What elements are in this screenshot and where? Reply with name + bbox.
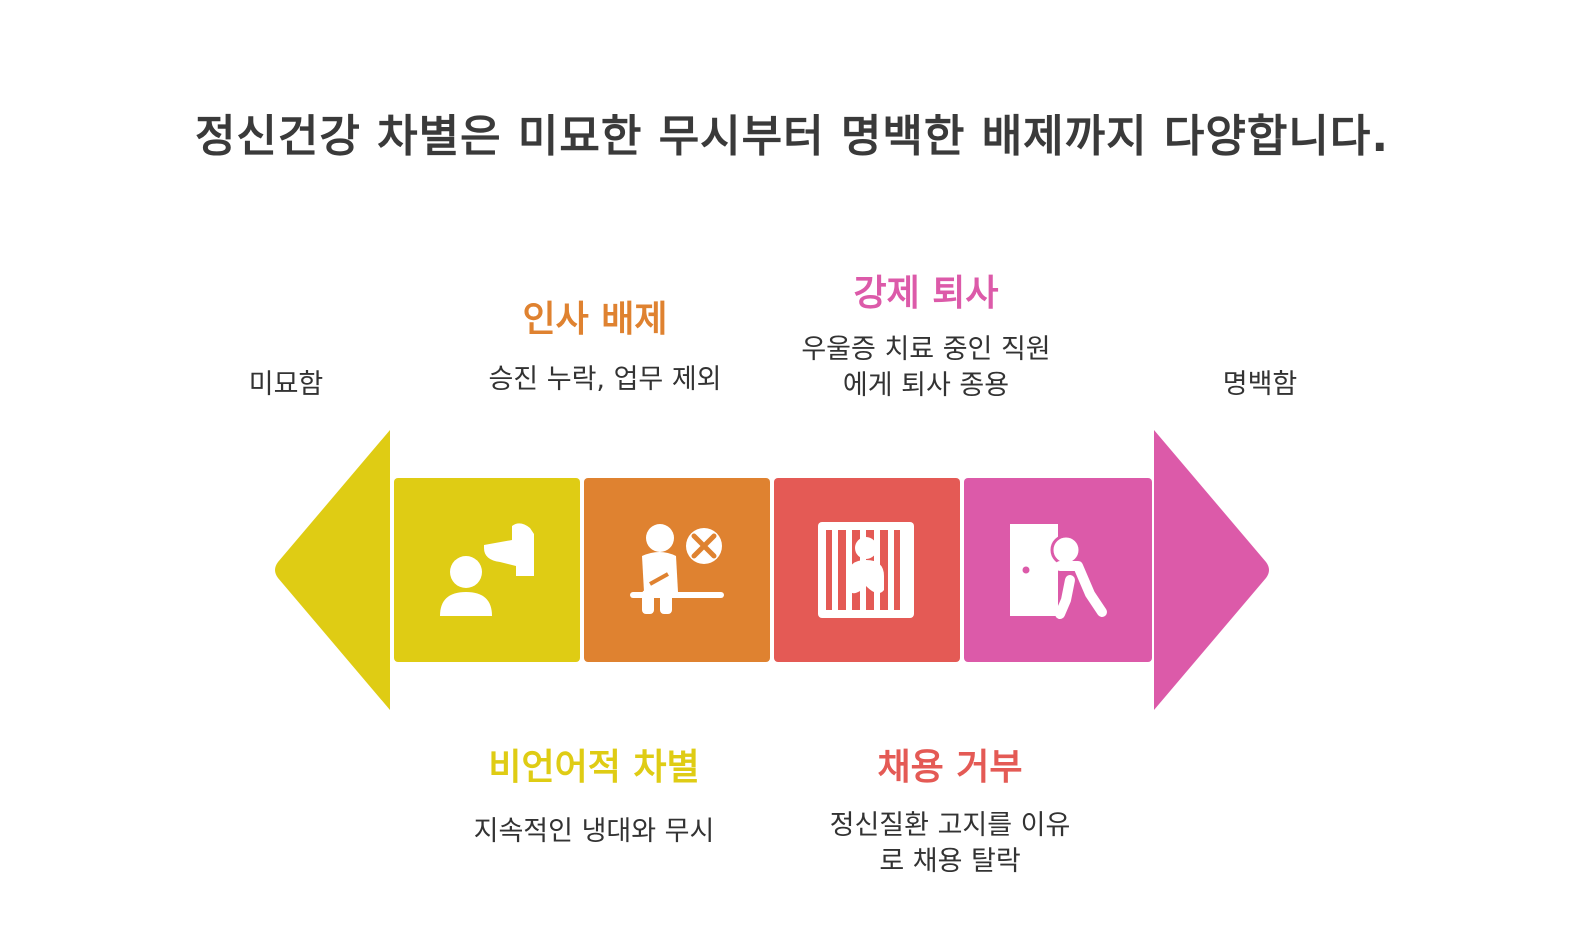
- stage-desc-hiring-refusal: 정신질환 고지를 이유 로 채용 탈락: [829, 810, 1071, 877]
- right-arrowhead: [1154, 430, 1269, 710]
- stage-block-hr-exclusion: [584, 478, 770, 662]
- scale-right-label: 명백함: [1222, 369, 1298, 400]
- stage-title-forced-resignation: 강제 퇴사: [853, 273, 999, 314]
- scale-left-label: 미묘함: [248, 369, 324, 400]
- stage-title-hiring-refusal: 채용 거부: [877, 747, 1023, 788]
- left-arrowhead: [275, 430, 390, 710]
- stage-desc-nonverbal: 지속적인 냉대와 무시: [473, 816, 715, 847]
- person-rejected-icon: [630, 524, 724, 614]
- stage-title-nonverbal: 비언어적 차별: [488, 747, 700, 788]
- page-title: 정신건강 차별은 미묘한 무시부터 명백한 배제까지 다양합니다.: [194, 111, 1390, 162]
- person-pointed-at-icon: [440, 523, 534, 616]
- person-leaving-door-icon: [1010, 524, 1107, 619]
- stage-desc-hr-exclusion: 승진 누락, 업무 제외: [488, 364, 722, 395]
- stage-title-hr-exclusion: 인사 배제: [522, 299, 668, 340]
- person-behind-bars-icon: [818, 522, 914, 618]
- stage-block-nonverbal: [394, 478, 580, 662]
- stage-desc-forced-resignation: 우울증 치료 중인 직원 에게 퇴사 종용: [801, 334, 1051, 401]
